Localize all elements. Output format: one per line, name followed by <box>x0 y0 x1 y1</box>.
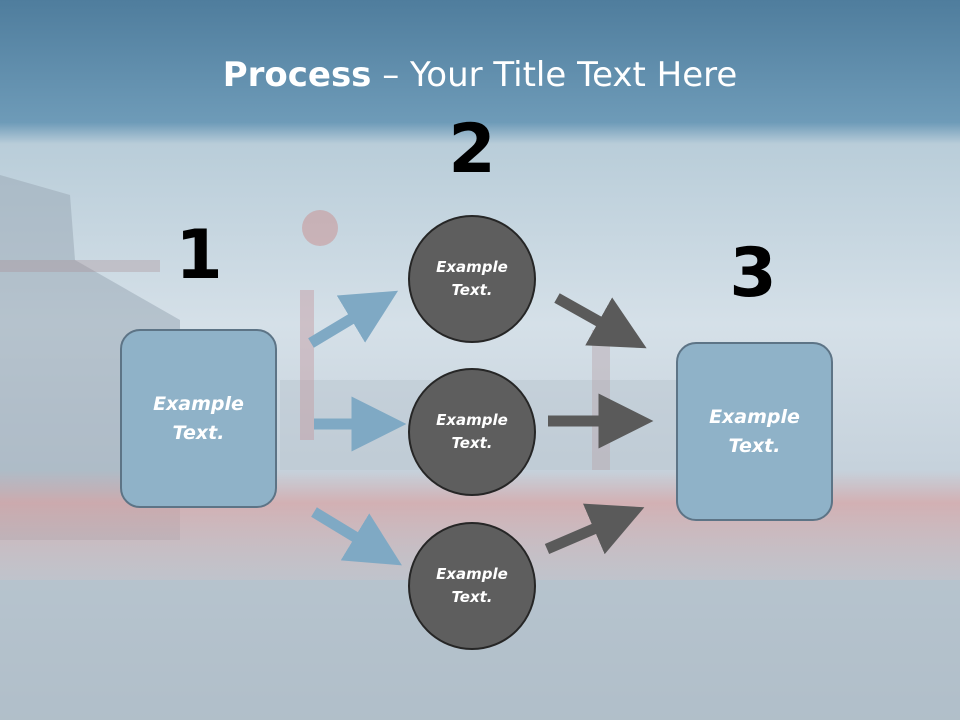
title-rest: – Your Title Text Here <box>371 55 738 95</box>
title-bold: Process <box>222 55 372 95</box>
step-3-number: 3 <box>729 234 777 313</box>
arrow-2c-to-3 <box>544 503 645 555</box>
step-3-box: Example Text. <box>676 342 833 521</box>
step-1-label: Example Text. <box>153 392 244 444</box>
step-2-label-top: Example Text. <box>436 258 508 299</box>
step-2-number: 2 <box>448 110 496 189</box>
step-3-label: Example Text. <box>709 405 800 457</box>
step-2-circle-bottom: Example Text. <box>408 522 536 650</box>
arrow-1-to-2a <box>308 290 399 348</box>
step-1-box: Example Text. <box>120 329 277 508</box>
step-2-label-bottom: Example Text. <box>436 565 508 606</box>
step-2-label-middle: Example Text. <box>436 411 508 452</box>
arrow-1-to-2c <box>311 507 402 566</box>
step-2-circle-middle: Example Text. <box>408 368 536 496</box>
step-1-number: 1 <box>175 216 223 295</box>
arrow-2a-to-3 <box>554 293 647 349</box>
step-2-circle-top: Example Text. <box>408 215 536 343</box>
page-title: Process – Your Title Text Here <box>0 50 960 100</box>
